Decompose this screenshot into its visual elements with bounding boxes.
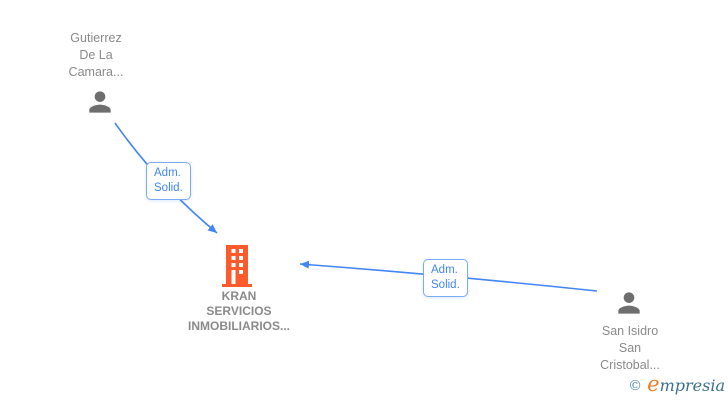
node-label-line: San (618, 341, 642, 355)
node-label-line: De La (79, 48, 113, 62)
edge-label-adm-solid-1[interactable]: Adm. Solid. (146, 162, 191, 200)
person-icon[interactable] (613, 287, 645, 319)
node-label-line: Camara... (68, 65, 124, 79)
edge-label-adm-solid-2[interactable]: Adm. Solid. (423, 259, 468, 297)
node-label-gutierrez: Gutierrez De La Camara... (26, 30, 166, 81)
node-label-line: Cristobal... (600, 358, 660, 372)
node-label-line: INMOBILIARIOS... (188, 319, 290, 333)
building-icon[interactable] (222, 245, 252, 287)
logo-brand-text: mpresia (659, 376, 725, 395)
node-label-line: SERVICIOS (206, 304, 272, 318)
person-icon[interactable] (84, 86, 116, 118)
copyright-icon: © (628, 378, 643, 394)
node-label-san-isidro: San Isidro San Cristobal... (569, 323, 691, 374)
edge-label-line: Adm. (154, 167, 181, 179)
edge-label-line: Solid. (154, 182, 183, 194)
node-label-line: KRAN (221, 289, 257, 303)
logo-brand-initial: e (647, 372, 660, 396)
node-label-line: San Isidro (601, 324, 659, 338)
node-label-line: Gutierrez (70, 31, 122, 45)
empresia-logo: © empresia (628, 372, 725, 396)
edge-label-line: Solid. (431, 279, 460, 291)
node-label-kran: KRAN SERVICIOS INMOBILIARIOS... (157, 289, 321, 334)
edge-label-line: Adm. (431, 264, 458, 276)
